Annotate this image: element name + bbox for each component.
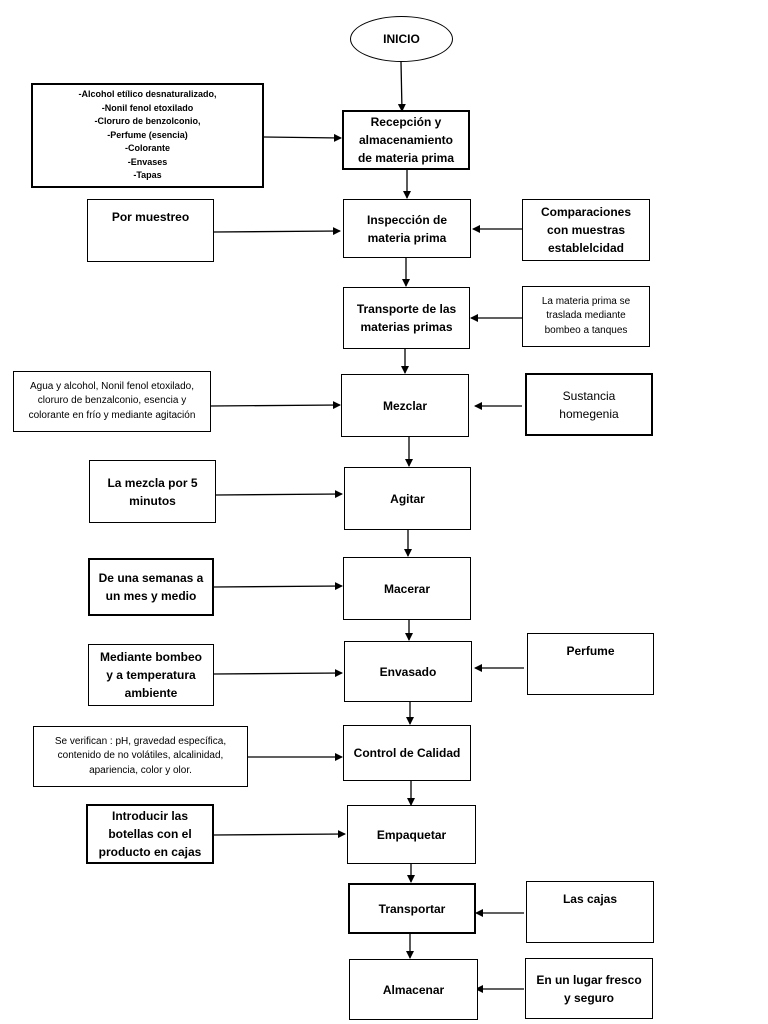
process-transporte-mp-label: Transporte de las materias primas	[356, 302, 457, 334]
note-sustancia-label: Sustancia homegenia	[559, 388, 619, 421]
note-lugar-fresco-label: En un lugar fresco y seguro	[536, 972, 642, 1005]
process-agitar-label: Agitar	[390, 491, 425, 506]
arrow-introducir-empaquetar	[213, 830, 346, 839]
process-empaquetar-label: Empaquetar	[376, 827, 447, 842]
process-mezclar-label: Mezclar	[382, 398, 428, 413]
note-bombeo-tanques-label: La materia prima se traslada mediante bo…	[541, 295, 631, 336]
process-inspeccion: Inspección de materia prima	[343, 199, 471, 258]
process-recepcion: Recepción y almacenamiento de materia pr…	[342, 110, 470, 170]
note-mezcla-5min-label: La mezcla por 5 minutos	[107, 475, 198, 508]
process-transportar: Transportar	[348, 883, 476, 934]
process-recepcion-label: Recepción y almacenamiento de materia pr…	[357, 115, 455, 165]
note-lugar-fresco: En un lugar fresco y seguro	[525, 958, 653, 1019]
note-mezcla-5min: La mezcla por 5 minutos	[89, 460, 216, 523]
arrow-muestreo-inspeccion	[213, 227, 341, 236]
note-se-verifican-label: Se verifican : pH, gravedad específica, …	[54, 735, 227, 776]
process-control-label: Control de Calidad	[353, 746, 461, 760]
note-las-cajas-label: Las cajas	[562, 892, 618, 906]
arrow-inicio-recepcion	[397, 61, 406, 112]
note-por-muestreo-label: Por muestreo	[111, 210, 190, 224]
arrow-semanas-macerar	[213, 582, 343, 591]
note-se-verifican: Se verifican : pH, gravedad específica, …	[33, 726, 248, 787]
note-comparaciones: Comparaciones con muestras establelcidad	[522, 199, 650, 261]
note-semanas: De una semanas a un mes y medio	[88, 558, 214, 616]
process-macerar-label: Macerar	[383, 581, 431, 596]
note-las-cajas: Las cajas	[526, 881, 654, 943]
note-introducir: Introducir las botellas con el producto …	[86, 804, 214, 864]
process-transporte-mp: Transporte de las materias primas	[343, 287, 470, 349]
process-empaquetar: Empaquetar	[347, 805, 476, 864]
note-perfume-label: Perfume	[566, 644, 615, 658]
note-introducir-label: Introducir las botellas con el producto …	[98, 809, 202, 859]
note-materias-primas: -Alcohol etílico desnaturalizado, -Nonil…	[31, 83, 264, 188]
note-bombeo-tanques: La materia prima se traslada mediante bo…	[522, 286, 650, 347]
process-mezclar: Mezclar	[341, 374, 469, 437]
arrow-materias-recepcion	[263, 133, 342, 142]
process-control: Control de Calidad	[343, 725, 471, 781]
process-envasado: Envasado	[344, 641, 472, 702]
arrow-bombeo-envasado	[213, 669, 343, 678]
note-comparaciones-label: Comparaciones con muestras establelcidad	[540, 205, 632, 255]
process-inspeccion-label: Inspección de materia prima	[366, 212, 448, 245]
arrow-agua-mezclar	[210, 401, 341, 410]
process-transportar-label: Transportar	[378, 901, 446, 916]
process-agitar: Agitar	[344, 467, 471, 530]
note-bombeo-temp: Mediante bombeo y a temperatura ambiente	[88, 644, 214, 706]
note-perfume: Perfume	[527, 633, 654, 695]
process-macerar: Macerar	[343, 557, 471, 620]
note-bombeo-temp-label: Mediante bombeo y a temperatura ambiente	[99, 650, 202, 700]
start-label: INICIO	[383, 32, 420, 46]
process-envasado-label: Envasado	[379, 664, 437, 679]
note-agua-alcohol: Agua y alcohol, Nonil fenol etoxilado, c…	[13, 371, 211, 432]
note-semanas-label: De una semanas a un mes y medio	[98, 571, 204, 603]
process-almacenar: Almacenar	[349, 959, 478, 1020]
note-agua-alcohol-label: Agua y alcohol, Nonil fenol etoxilado, c…	[28, 380, 196, 421]
start-oval: INICIO	[350, 16, 453, 62]
note-materias-primas-label: -Alcohol etílico desnaturalizado, -Nonil…	[78, 89, 217, 181]
arrow-mezcla-agitar	[215, 490, 343, 499]
process-almacenar-label: Almacenar	[382, 982, 445, 997]
note-por-muestreo: Por muestreo	[87, 199, 214, 262]
note-sustancia: Sustancia homegenia	[525, 373, 653, 436]
